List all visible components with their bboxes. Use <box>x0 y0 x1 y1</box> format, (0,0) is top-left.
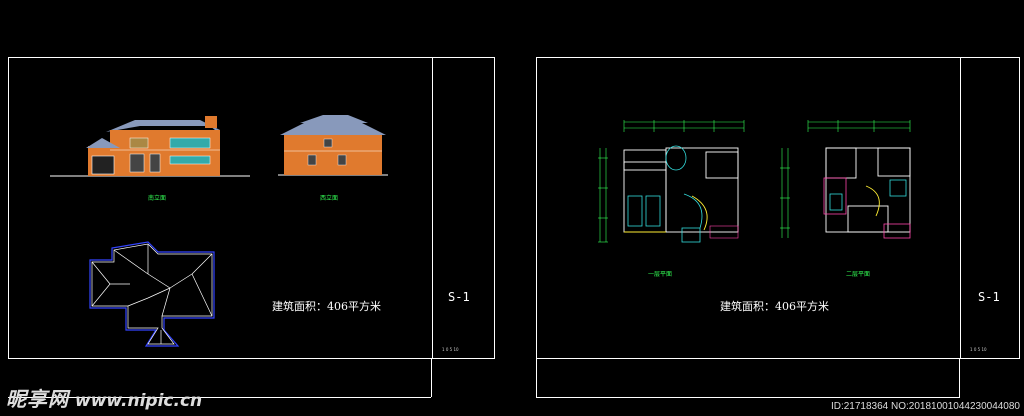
side-elevation-caption: 西立面 <box>320 195 339 202</box>
left-scale-bar: 1 0 5 10 <box>442 347 459 352</box>
second-floor-caption: 二层平面 <box>846 271 871 278</box>
right-sheet-left-extension <box>536 359 537 397</box>
right-title-block-extension <box>959 359 960 397</box>
right-scale-bar: 1 0 5 10 <box>970 347 987 352</box>
first-floor-caption: 一层平面 <box>648 271 673 278</box>
front-elevation <box>50 116 250 177</box>
side-elevation <box>278 115 388 176</box>
first-floor-plan <box>598 120 745 243</box>
right-drawing-sheet <box>536 57 1020 359</box>
second-floor-plan <box>780 120 911 239</box>
site-watermark: 昵享网 www.nipic.cn <box>6 383 202 412</box>
left-sheet-number: S-1 <box>448 290 470 304</box>
right-sheet-number: S-1 <box>978 290 1000 304</box>
title-block-divider <box>432 58 433 358</box>
roof-plan <box>89 241 215 347</box>
left-bottom-line <box>8 397 431 398</box>
right-bottom-line <box>536 397 960 398</box>
image-id-line: ID:21718364 NO:20181001044230044080 <box>830 401 1020 412</box>
right-building-area: 建筑面积：406平方米 <box>720 300 829 313</box>
watermark-url: www.nipic.cn <box>75 391 203 411</box>
left-title-block-extension <box>431 359 432 397</box>
left-building-area: 建筑面积：406平方米 <box>272 300 381 313</box>
title-block-divider-right <box>960 58 961 358</box>
left-drawing-sheet <box>8 57 495 359</box>
watermark-brand: 昵享网 <box>6 387 69 411</box>
front-elevation-caption: 南立面 <box>148 195 167 202</box>
